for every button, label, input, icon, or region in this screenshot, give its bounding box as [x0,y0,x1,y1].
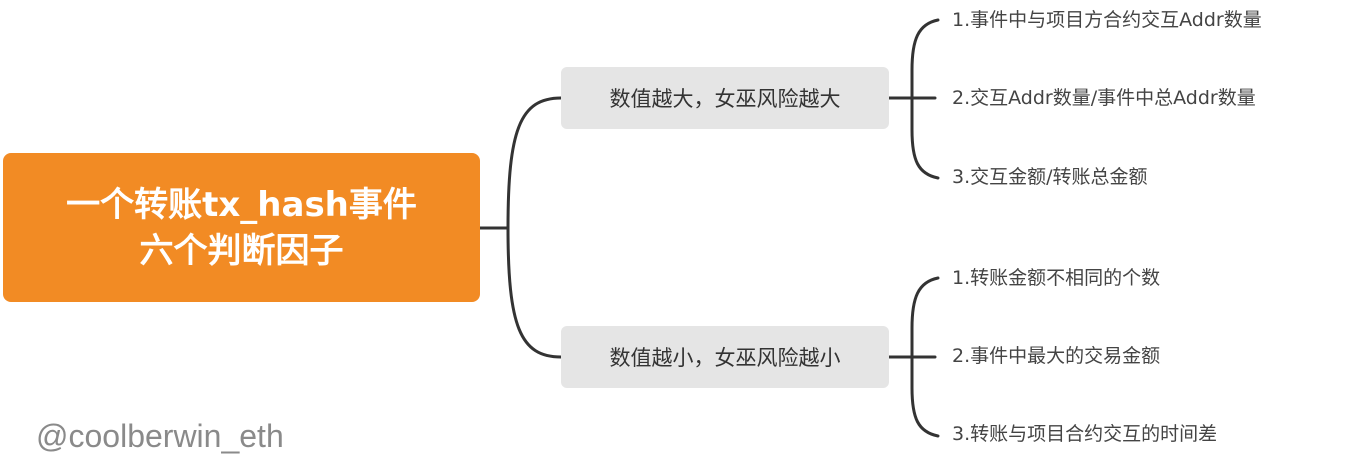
root-title-line-1: 一个转账tx_hash事件 [66,184,417,225]
connector-branch-1 [506,96,563,230]
branch-node-smaller-risk[interactable]: 数值越小，女巫风险越小 [561,326,889,388]
branch-label: 数值越小，女巫风险越小 [609,346,841,370]
connector-branch-2 [506,226,563,359]
leaf-node[interactable]: 1.转账金额不相同的个数 [952,267,1161,289]
leaf-node[interactable]: 1.事件中与项目方合约交互Addr数量 [952,9,1262,31]
leaf-node[interactable]: 2.交互Addr数量/事件中总Addr数量 [952,87,1256,109]
watermark: @coolberwin_eth [36,418,284,454]
leaf-node[interactable]: 3.转账与项目合约交互的时间差 [952,423,1218,445]
leaf-node[interactable]: 2.事件中最大的交易金额 [952,345,1161,367]
branch-label: 数值越大，女巫风险越大 [609,87,841,111]
leaf-node[interactable]: 3.交互金额/转账总金额 [952,166,1148,188]
branch-node-larger-risk[interactable]: 数值越大，女巫风险越大 [561,67,889,129]
branch-1-bracket [910,18,940,180]
root-title-line-2: 六个判断因子 [139,230,344,271]
root-node[interactable]: 一个转账tx_hash事件 六个判断因子 [3,153,480,302]
branch-2-bracket [910,276,940,438]
